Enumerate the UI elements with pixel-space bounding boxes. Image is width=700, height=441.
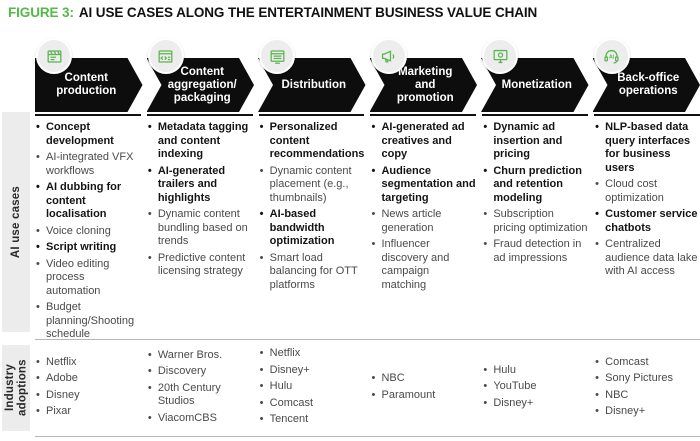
adoption-item: Warner Bros. — [147, 349, 253, 363]
figure-title-text: AI USE CASES ALONG THE ENTERTAINMENT BUS… — [78, 5, 538, 20]
headset-ai-icon: AI — [593, 38, 630, 74]
use-case-item: Metadata tagging and content indexing — [147, 121, 253, 162]
stage-label: Monetization — [501, 78, 572, 91]
ai-use-cases-row: Concept developmentAI-integrated VFX wor… — [35, 114, 700, 345]
use-case-item: Dynamic ad insertion and pricing — [482, 121, 588, 162]
use-case-item: AI dubbing for content localisation — [35, 181, 141, 222]
adoptions-column-back-office-operations: ComcastSony PicturesNBC Disney+ — [594, 346, 700, 431]
adoptions-column-marketing-and-promotion: NBC Paramount — [370, 346, 476, 431]
stage-content-aggregation-packaging: Content aggregation/ packaging — [147, 38, 255, 112]
adoptions-column-content-production: NetflixAdobeDisneyPixar — [35, 346, 141, 431]
stage-label: Back-office operations — [617, 72, 680, 97]
use-cases-column-content-production: Concept developmentAI-integrated VFX wor… — [35, 114, 141, 345]
separator-line — [35, 339, 700, 340]
stage-label: Content aggregation/ packaging — [167, 65, 237, 104]
industry-adoptions-row: NetflixAdobeDisneyPixar Warner Bros. Disco… — [35, 346, 700, 431]
stage-label: Content production — [56, 72, 117, 97]
adoptions-column-monetization: HuluYouTubeDisney+ — [482, 346, 588, 431]
stage-label: Marketing and promotion — [396, 65, 454, 104]
adoption-item: Sony Pictures — [594, 372, 700, 386]
adoption-item: Disney+ — [259, 364, 365, 378]
use-case-item: AI-generated trailers and highlights — [147, 165, 253, 206]
use-case-item: Churn prediction and retention modeling — [482, 165, 588, 206]
stage-arrow: Distribution — [258, 58, 366, 112]
use-case-item: Cloud cost optimization — [594, 178, 700, 205]
use-case-item: News article generation — [370, 208, 476, 235]
adoption-item: Adobe — [35, 372, 141, 386]
use-case-item: Dynamic content bundling based on trends — [147, 208, 253, 249]
use-case-item: Predictive content licensing strategy — [147, 252, 253, 279]
row-label-text: Industry adoptions — [3, 359, 29, 417]
use-case-item: Voice cloning — [35, 225, 141, 239]
use-case-item: Dynamic content placement (e.g., thumbna… — [259, 165, 365, 206]
row-label-industry-adoptions: Industry adoptions — [2, 345, 30, 431]
use-case-item: Budget planning/Shooting schedule — [35, 301, 141, 342]
use-case-item: Script writing — [35, 241, 141, 255]
use-case-item: Customer service chatbots — [594, 208, 700, 235]
use-case-item: AI-generated ad creatives and copy — [370, 121, 476, 162]
adoption-item: Paramount — [370, 389, 476, 403]
separator-line — [35, 436, 700, 437]
adoption-item: Disney+ — [594, 405, 700, 419]
stage-arrow: Content production — [35, 58, 143, 112]
adoption-item: Disney+ — [482, 397, 588, 411]
megaphone-icon — [370, 38, 407, 74]
stage-label: Distribution — [281, 78, 347, 91]
adoption-item: Disney — [35, 389, 141, 403]
use-case-item: Smart load balancing for OTT platforms — [259, 252, 365, 293]
use-case-item: Video editing process automation — [35, 258, 141, 299]
adoption-item: Hulu — [482, 364, 588, 378]
adoption-item: ViacomCBS — [147, 412, 253, 426]
stage-arrow: Content aggregation/ packaging — [147, 58, 255, 112]
stage-distribution: Distribution — [258, 38, 366, 112]
stage-content-production: Content production — [35, 38, 143, 112]
adoption-item: Discovery — [147, 365, 253, 379]
stage-arrow: Back-office operations — [593, 58, 700, 112]
adoption-item: Hulu — [259, 380, 365, 394]
adoption-item: NBC — [594, 389, 700, 403]
adoption-item: YouTube — [482, 380, 588, 394]
use-cases-column-monetization: Dynamic ad insertion and pricingChurn pr… — [482, 114, 589, 345]
use-case-item: Influencer discovery and campaign matchi… — [370, 238, 476, 292]
use-cases-column-content-aggregation-packaging: Metadata tagging and content indexingAI-… — [146, 114, 253, 345]
row-label-text: AI use cases — [9, 185, 22, 259]
use-case-item: NLP-based data query interfaces for busi… — [594, 121, 700, 175]
adoption-item: NBC — [370, 372, 476, 386]
adoption-item: Tencent — [259, 413, 365, 427]
figure-title: FIGURE 3: AI USE CASES ALONG THE ENTERTAI… — [8, 5, 537, 20]
use-case-item: Fraud detection in ad impressions — [482, 238, 588, 265]
stage-monetization: Monetization — [481, 38, 589, 112]
stage-marketing-and-promotion: Marketing and promotion — [370, 38, 478, 112]
use-case-item: Concept development — [35, 121, 141, 148]
use-case-item: Centralized audience data lake with AI a… — [594, 238, 700, 279]
use-case-item: AI-based bandwidth optimization — [259, 208, 365, 249]
clapperboard-icon — [36, 38, 72, 74]
adoption-item: Comcast — [259, 397, 365, 411]
adoption-item: Netflix — [259, 347, 365, 361]
screen-icon — [259, 38, 295, 74]
use-case-item: Audience segmentation and targeting — [370, 165, 476, 206]
row-label-ai-use-cases: AI use cases — [2, 112, 30, 332]
svg-text:AI: AI — [609, 54, 615, 60]
adoption-item: 20th Century Studios — [147, 382, 253, 409]
adoption-item: Netflix — [35, 356, 141, 370]
adoption-item: Comcast — [594, 356, 700, 370]
code-window-icon — [147, 38, 184, 74]
use-cases-column-distribution: Personalized content recommendationsDyna… — [258, 114, 365, 345]
adoptions-column-distribution: NetflixDisney+ HuluComcastTencent — [259, 346, 365, 431]
adoption-item: Pixar — [35, 405, 141, 419]
use-cases-column-marketing-and-promotion: AI-generated ad creatives and copyAudien… — [370, 114, 477, 345]
monitor-money-icon — [482, 38, 518, 74]
use-case-item: Personalized content recommendations — [259, 121, 365, 162]
figure-number-label: FIGURE 3: — [8, 5, 74, 20]
use-cases-column-back-office-operations: NLP-based data query interfaces for busi… — [594, 114, 700, 345]
use-case-item: AI-integrated VFX workflows — [35, 151, 141, 178]
stage-back-office-operations: Back-office operations AI — [593, 38, 700, 112]
adoptions-column-content-aggregation-packaging: Warner Bros. Discovery 20th Century Studio… — [147, 346, 253, 431]
use-case-item: Subscription pricing optimization — [482, 208, 588, 235]
value-chain-arrows: Content production Content aggregation/ p… — [35, 38, 700, 112]
